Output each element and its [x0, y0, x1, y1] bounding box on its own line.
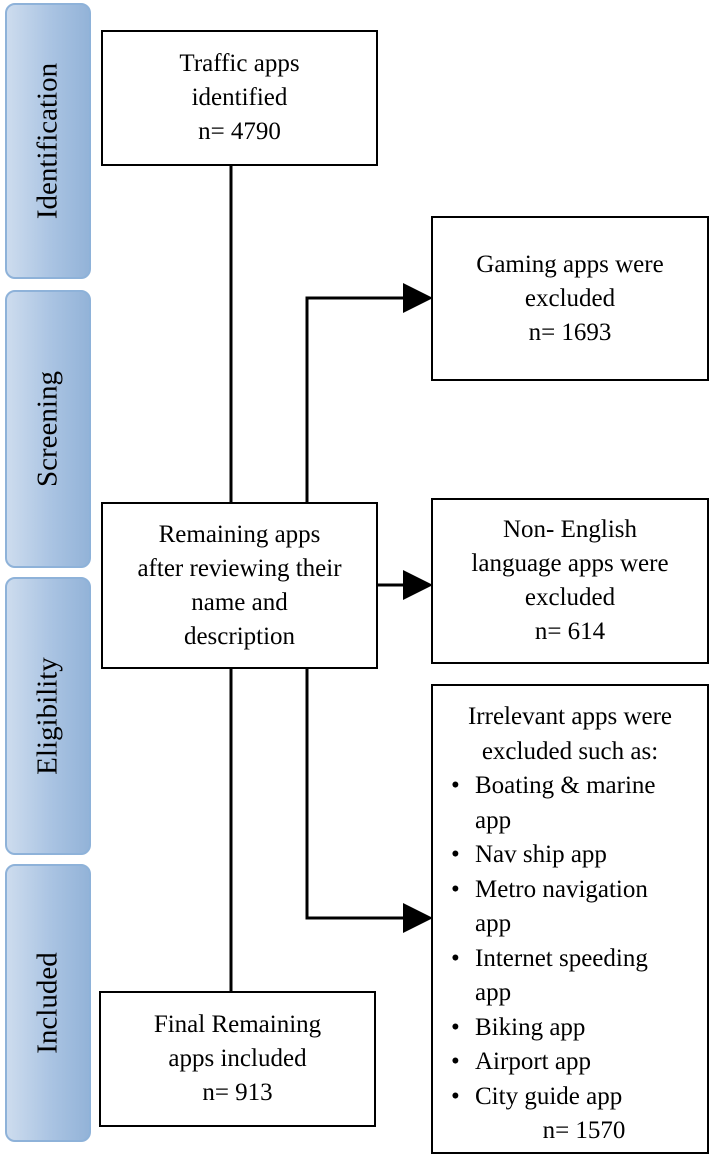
remaining-apps-line-4: description: [183, 622, 296, 650]
stage-eligibility: Eligibility: [5, 577, 91, 855]
stage-included: Included: [5, 864, 91, 1142]
remaining-apps-line-3: name and: [191, 588, 288, 616]
list-item: • Boating & marine app: [451, 769, 685, 838]
remaining-apps-line-1: Remaining apps: [158, 520, 321, 548]
irrelevant-heading-line-1: Irrelevant apps were: [467, 703, 673, 730]
list-item-label: Airport app: [475, 1048, 591, 1075]
irrelevant-excluded-box: Irrelevant apps were excluded such as: •…: [431, 684, 709, 1154]
list-item: • Internet speeding app: [451, 942, 685, 1011]
final-remaining-line-1: Final Remaining: [153, 1011, 322, 1038]
list-item: • Airport app: [451, 1045, 685, 1080]
final-remaining-count: n= 913: [202, 1079, 273, 1106]
irrelevant-heading: Irrelevant apps were excluded such as:: [433, 686, 707, 769]
remaining-apps-box: Remaining apps after reviewing their nam…: [101, 502, 378, 669]
irrelevant-branch-line: [305, 668, 433, 933]
irrelevant-list: • Boating & marine app • Nav ship app • Met…: [433, 769, 707, 1114]
list-item: • Metro navigation app: [451, 873, 685, 942]
non-english-line-3: excluded: [524, 584, 616, 611]
bullet-icon: •: [451, 1013, 460, 1041]
bullet-icon: •: [451, 1082, 460, 1110]
non-english-line-1: Non- English: [502, 516, 638, 543]
gaming-excluded-line-1: Gaming apps were: [476, 250, 664, 278]
traffic-apps-line-2: identified: [191, 84, 288, 111]
gaming-excluded-count: n= 1693: [528, 318, 612, 346]
list-item-label: Metro navigation app: [475, 875, 648, 938]
bullet-icon: •: [451, 944, 460, 972]
irrelevant-heading-line-2: excluded such as:: [481, 737, 659, 765]
bullet-icon: •: [451, 875, 460, 903]
list-item-label: Internet speeding app: [475, 944, 648, 1007]
list-item: • Biking app: [451, 1011, 685, 1046]
final-remaining-box: Final Remaining apps included n= 913: [99, 991, 376, 1127]
traffic-apps-box: Traffic apps identified n= 4790: [101, 30, 378, 166]
list-item: • Nav ship app: [451, 838, 685, 873]
bullet-icon: •: [451, 841, 460, 868]
gaming-excluded-line-2: excluded: [524, 284, 616, 312]
remaining-apps-line-2: after reviewing their: [137, 554, 342, 582]
traffic-apps-line-1: Traffic apps: [179, 50, 300, 77]
non-english-line-2: language apps were: [471, 550, 669, 577]
list-item: • City guide app: [451, 1080, 685, 1115]
list-item-label: Nav ship app: [475, 841, 607, 868]
irrelevant-count: n= 1570: [542, 1117, 626, 1144]
gaming-branch-line: [305, 283, 433, 503]
stage-identification: Identification: [5, 3, 91, 279]
list-item-label: City guide app: [475, 1082, 623, 1110]
bullet-icon: •: [451, 1048, 460, 1075]
stage-screening: Screening: [5, 290, 91, 568]
gaming-excluded-box: Gaming apps were excluded n= 1693: [431, 216, 709, 381]
list-item-label: Biking app: [475, 1013, 586, 1041]
non-english-excluded-box: Non- English language apps were excluded…: [431, 498, 709, 664]
non-english-count: n= 614: [534, 618, 606, 645]
list-item-label: Boating & marine app: [475, 772, 656, 834]
final-remaining-line-2: apps included: [168, 1045, 307, 1072]
bullet-icon: •: [451, 772, 460, 799]
traffic-apps-count: n= 4790: [198, 118, 281, 145]
